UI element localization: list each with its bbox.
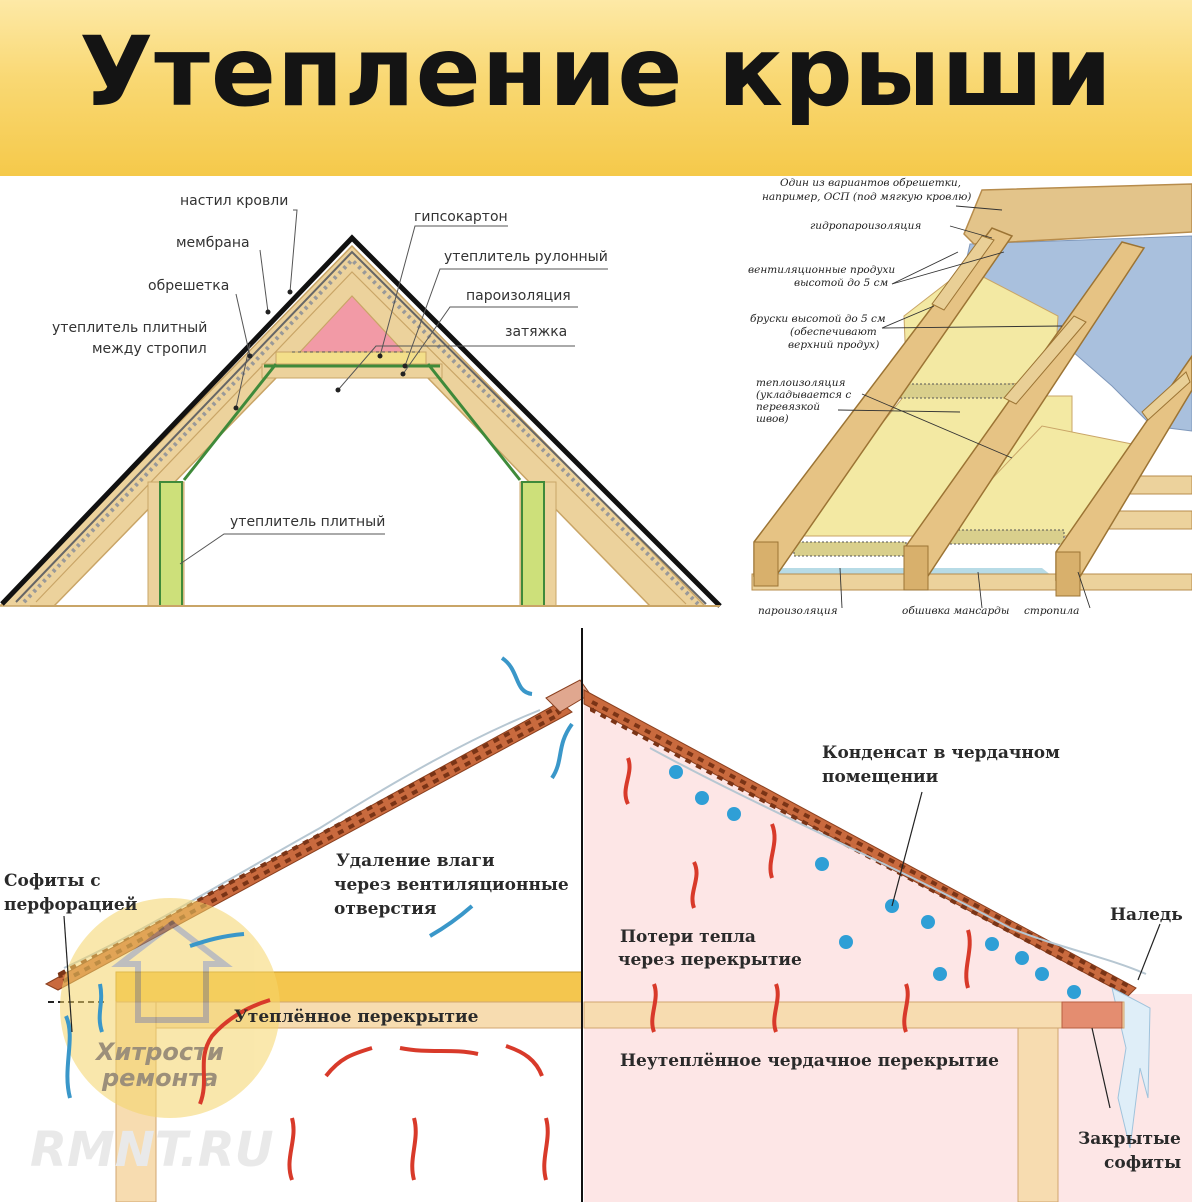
page-title: Утепление крыши [79, 16, 1113, 128]
rafter-ends [753, 541, 1081, 597]
label-vapor-barrier: пароизоляция [466, 288, 571, 304]
label-thermal-3: перевязкой [756, 401, 820, 413]
diagram1-leader-dots [233, 289, 408, 411]
label-lathing-variant-2: например, ОСП (под мягкую кровлю) [762, 191, 971, 203]
right-roof-tiles [590, 698, 1131, 995]
label-lathing: обрешетка [148, 278, 229, 294]
label-lathing-variant-1: Один из вариантов обрешетки, [780, 177, 961, 189]
heat-arrows-left [198, 998, 550, 1181]
label-vapor: пароизоляция [758, 605, 838, 617]
label-thermal-2: (укладывается с [756, 389, 851, 401]
inner-vapor-left [182, 363, 278, 481]
rafter-board-edge [35, 271, 687, 605]
label-rolled-insulation: утеплитель рулонный [444, 249, 608, 265]
label-vents-1: вентиляционные продухи [748, 264, 895, 276]
label-closed-soffits-2: софиты [1104, 1153, 1181, 1173]
attic-section-diagram: настил кровли мембрана гипсокартон утепл… [0, 193, 722, 608]
label-insulated-floor: Утеплённое перекрытие [234, 1007, 479, 1027]
vent-arrows-left [64, 656, 574, 1099]
rafter-insulation-diagram: Один из вариантов обрешетки, например, О… [748, 177, 1192, 617]
label-perforated-soffits-2: перфорацией [4, 895, 138, 915]
roof-lathing [22, 257, 700, 606]
label-rafters: стропила [1024, 605, 1079, 617]
label-ice-dam: Наледь [1110, 905, 1183, 925]
roof-covering [0, 234, 722, 608]
title-banner: Утепление крыши [0, 0, 1192, 176]
label-moisture-removal-3: отверстия [334, 899, 436, 919]
knee-wall-insulation-right [521, 481, 545, 607]
label-tie-beam: затяжка [505, 324, 567, 340]
label-battens-1: бруски высотой до 5 см [750, 313, 886, 325]
label-drywall: гипсокартон [414, 209, 508, 225]
label-heat-loss-2: через перекрытие [618, 950, 802, 970]
osb-board [963, 183, 1192, 245]
label-membrane: мембрана [176, 235, 250, 251]
label-heat-loss-1: Потери тепла [620, 927, 756, 947]
label-closed-soffits-1: Закрытые [1078, 1129, 1181, 1149]
insulation-edge-2 [793, 541, 907, 557]
insulation-edge-3 [945, 529, 1065, 545]
uninsulated-floor [583, 1001, 1125, 1029]
cold-attic-room [584, 994, 1192, 1202]
watermark-logo [60, 898, 280, 1118]
diagram3-leaders [63, 791, 1161, 1109]
watermark-site: RMNT.RU [30, 1122, 274, 1178]
heat-arrows-right [623, 757, 972, 1033]
label-lining: обшивка мансарды [902, 605, 1009, 617]
inner-vapor-right [426, 363, 522, 481]
label-slab-insulation: утеплитель плитный [52, 320, 207, 336]
right-wall [1017, 1027, 1059, 1202]
diagram2-leaders [837, 205, 1091, 609]
tie-beam [275, 351, 427, 365]
label-thermal-4: швов) [756, 413, 789, 425]
roof-membrane [15, 250, 707, 605]
label-moisture-removal-2: через вентиляционные [334, 875, 569, 895]
label-moisture-removal-1: Удаление влаги [336, 851, 495, 871]
attic-comparison-diagram: Хитрости ремонта RMNT.RU [4, 628, 1192, 1202]
diagram1-leaders [179, 209, 608, 565]
label-perforated-soffits-1: Софиты с [4, 871, 101, 891]
label-condensate-1: Конденсат в чердачном [822, 743, 1060, 763]
knee-wall-insulation-left [159, 481, 183, 607]
label-uninsulated-floor: Неутеплённое чердачное перекрытие [620, 1051, 999, 1071]
label-hydro-vapor: гидропароизоляция [810, 220, 921, 232]
label-slab-insulation-bottom: утеплитель плитный [230, 514, 385, 530]
label-battens-3: верхний продух) [788, 339, 879, 351]
label-between-rafters: между стропил [92, 341, 207, 357]
label-condensate-2: помещении [822, 767, 939, 787]
rafters [753, 227, 1192, 581]
label-battens-2: (обеспечивают [790, 326, 877, 338]
left-roof-tiles [57, 705, 563, 985]
watermark-brand-2: ремонта [101, 1064, 218, 1092]
closed-soffit [1061, 1001, 1123, 1029]
right-snow [649, 747, 1147, 975]
label-vents-2: высотой до 5 см [794, 277, 888, 289]
counter-battens [931, 235, 1191, 421]
label-thermal-1: теплоизоляция [756, 377, 845, 389]
label-roof-covering: настил кровли [180, 193, 288, 209]
